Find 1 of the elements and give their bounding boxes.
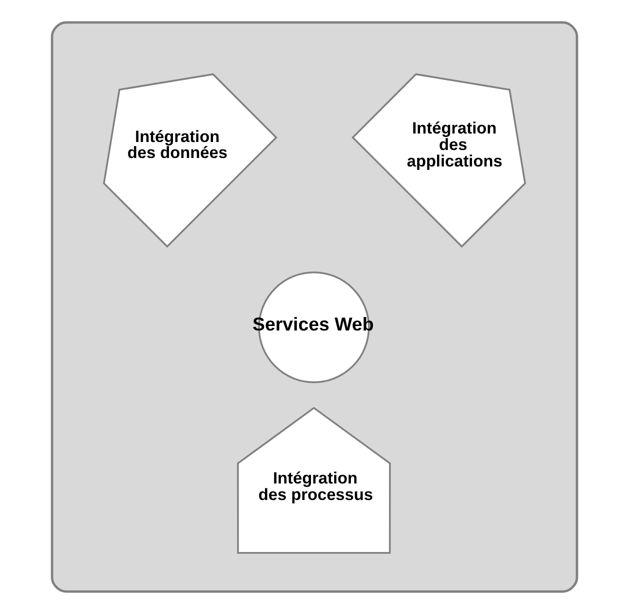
cluster	[50, 21, 578, 593]
